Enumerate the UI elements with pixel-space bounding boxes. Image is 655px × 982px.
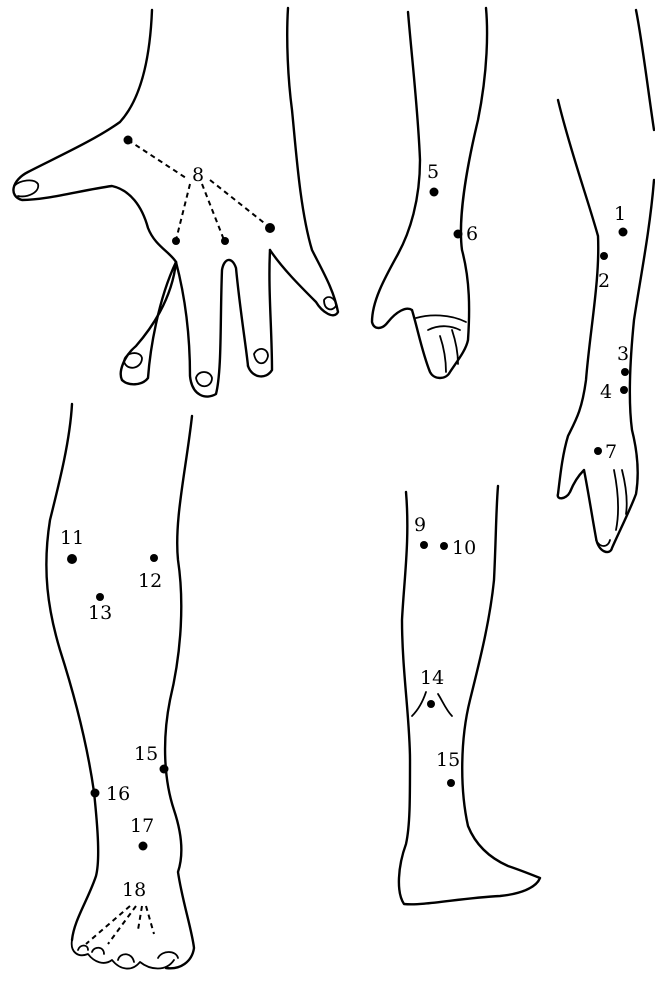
point-8-label: 8 <box>192 164 204 186</box>
point-12-label: 12 <box>138 570 162 592</box>
point-5-label: 5 <box>427 161 439 183</box>
point-15a-dot <box>160 765 169 774</box>
point-16-dot <box>91 789 100 798</box>
point-15a-label: 15 <box>134 743 158 765</box>
point-7-label: 7 <box>605 441 617 463</box>
point-2-label: 2 <box>598 270 610 292</box>
point-2-dot <box>600 252 608 260</box>
point-12-dot <box>150 554 158 562</box>
hand-palm-figure <box>13 8 338 397</box>
point-13-label: 13 <box>88 602 112 624</box>
point-1-label: 1 <box>614 203 626 225</box>
point-18-label: 18 <box>122 879 146 901</box>
point-3-label: 3 <box>617 343 629 365</box>
point-6-label: 6 <box>466 223 478 245</box>
point-1-dot <box>619 228 628 237</box>
point-13-dot <box>96 593 104 601</box>
point-4-dot <box>620 386 628 394</box>
point-15b-label: 15 <box>436 749 460 771</box>
point-9-label: 9 <box>414 514 426 536</box>
labels-layer: 1 2 3 4 5 6 7 8 9 10 11 12 13 14 15 15 1… <box>60 161 629 901</box>
point-4-label: 4 <box>600 381 612 403</box>
point-8c-dot <box>221 237 229 245</box>
point-8a-dot <box>124 136 133 145</box>
point-10-label: 10 <box>452 537 476 559</box>
point-11-label: 11 <box>60 527 84 549</box>
point-14-label: 14 <box>420 667 444 689</box>
point-17-label: 17 <box>130 815 154 837</box>
point-9-dot <box>420 541 428 549</box>
point-11-dot <box>67 554 77 564</box>
point-14-dot <box>427 700 435 708</box>
point-8d-dot <box>265 223 275 233</box>
leg-front-figure <box>46 404 194 969</box>
point-10-dot <box>440 542 448 550</box>
arm-side-figure <box>372 8 487 378</box>
point-17-dot <box>139 842 148 851</box>
point-8b-dot <box>172 237 180 245</box>
point-5-dot <box>430 188 439 197</box>
point-16-label: 16 <box>106 783 130 805</box>
point-3-dot <box>621 368 629 376</box>
point-6-dot <box>454 230 463 239</box>
point-7-dot <box>594 447 602 455</box>
point-15b-dot <box>447 779 455 787</box>
